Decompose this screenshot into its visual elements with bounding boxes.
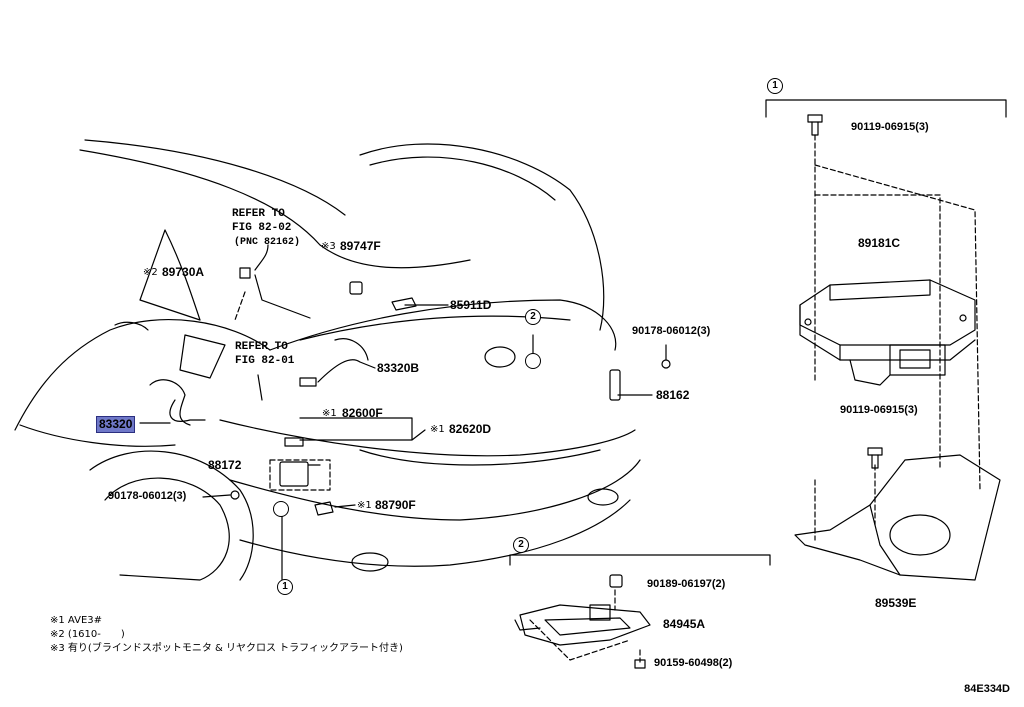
bracket-82620d xyxy=(284,437,304,447)
part-label-88172[interactable]: 88172 xyxy=(208,458,242,472)
clip-88790f xyxy=(314,501,334,516)
car-wheel xyxy=(104,477,230,581)
car-tail-light xyxy=(179,334,226,379)
mark-82600f: ※1 xyxy=(322,408,337,419)
car-bumper-lower xyxy=(239,499,631,567)
bracket-89539e-drawing xyxy=(794,454,1001,581)
car-rear-quarter xyxy=(14,318,271,431)
part-label-82600f[interactable]: 82600F xyxy=(342,406,383,420)
group-bracket-1 xyxy=(765,99,1007,118)
ref-fig82-02-line2: FIG 82-02 xyxy=(232,222,292,234)
exhaust-right xyxy=(587,488,619,506)
car-trunk-lid xyxy=(269,299,617,351)
footnote-1: ※1 AVE3# xyxy=(50,615,103,626)
sensor-88172 xyxy=(279,461,309,487)
group-bracket-2 xyxy=(509,554,771,566)
callout-1-top: 1 xyxy=(767,78,783,94)
harness-83320 xyxy=(149,379,191,426)
car-wheel-arch xyxy=(89,450,254,581)
car-side-line xyxy=(19,424,176,447)
sensor-88162 xyxy=(609,369,621,401)
ref-fig82-02-line1: REFER TO xyxy=(232,208,285,220)
bolt-90119-mid-drawing xyxy=(867,447,883,469)
clip-85911d xyxy=(391,297,417,311)
callout-2-car: 2 xyxy=(525,309,541,325)
part-label-89181c[interactable]: 89181C xyxy=(858,236,901,250)
mark-82620d: ※1 xyxy=(430,424,445,435)
part-label-90178-right[interactable]: 90178-06012(3) xyxy=(632,325,711,337)
callout-2-group: 2 xyxy=(513,537,529,553)
diagram-code: 84E334D xyxy=(964,683,1010,695)
car-rear-window-inner xyxy=(369,156,556,201)
part-label-90119-mid[interactable]: 90119-06915(3) xyxy=(840,404,918,416)
part-label-84945a[interactable]: 84945A xyxy=(663,617,706,631)
handle-84945a-drawing xyxy=(514,604,651,646)
footnote-3: ※3 有り(ブラインドスポットモニタ & リヤクロス トラフィックアラート付き) xyxy=(50,643,403,654)
ref-fig82-01-line1: REFER TO xyxy=(235,341,288,353)
part-label-90189[interactable]: 90189-06197(2) xyxy=(647,578,726,590)
bolt-90119-top-drawing xyxy=(807,114,823,136)
car-side-window xyxy=(139,229,201,321)
car-roof-line xyxy=(79,149,471,269)
part-label-88162[interactable]: 88162 xyxy=(656,388,690,402)
car-rear-window xyxy=(359,143,605,331)
callout-1-bottom: 1 xyxy=(277,579,293,595)
mark-89747f: ※3 xyxy=(321,241,336,252)
nut-90178-left xyxy=(230,490,240,500)
exhaust-left xyxy=(351,552,389,572)
sensor-89747f xyxy=(349,281,363,295)
car-bumper xyxy=(229,459,641,521)
emblem xyxy=(484,346,516,368)
car-roof-line-inner xyxy=(84,139,346,216)
part-label-89730a[interactable]: 89730A xyxy=(162,265,205,279)
ref-fig82-02-line3: (PNC 82162) xyxy=(234,237,301,248)
footnote-2: ※2 (1610- ) xyxy=(50,629,125,640)
part-label-82620d[interactable]: 82620D xyxy=(449,422,492,436)
part-label-89539e[interactable]: 89539E xyxy=(875,596,917,610)
callout-ring-car xyxy=(525,353,541,369)
nut-90178-right xyxy=(661,359,671,369)
nut-90189 xyxy=(609,574,623,588)
part-label-85911d[interactable]: 85911D xyxy=(450,298,492,312)
ref-fig82-01-line2: FIG 82-01 xyxy=(235,355,295,367)
part-label-83320b[interactable]: 83320B xyxy=(377,361,420,375)
part-label-83320-highlighted[interactable]: 83320 xyxy=(96,416,136,433)
connector-83320b xyxy=(299,377,317,387)
car-mirror xyxy=(114,321,149,331)
part-label-88790f[interactable]: 88790F xyxy=(375,498,416,512)
license-area xyxy=(359,449,601,466)
connector-89730a xyxy=(239,267,251,279)
part-label-89747f[interactable]: 89747F xyxy=(340,239,381,253)
part-label-90119-top[interactable]: 90119-06915(3) xyxy=(851,121,929,133)
part-label-90178-left[interactable]: 90178-06012(3) xyxy=(108,490,187,502)
mark-89730a: ※2 xyxy=(143,267,158,278)
screw-90159 xyxy=(634,659,646,669)
car-bumper-top xyxy=(219,419,636,457)
part-label-90159[interactable]: 90159-60498(2) xyxy=(654,657,733,669)
mark-88790f: ※1 xyxy=(357,500,372,511)
ecu-89181c-drawing xyxy=(799,279,976,386)
callout-ring-88172 xyxy=(273,501,289,517)
